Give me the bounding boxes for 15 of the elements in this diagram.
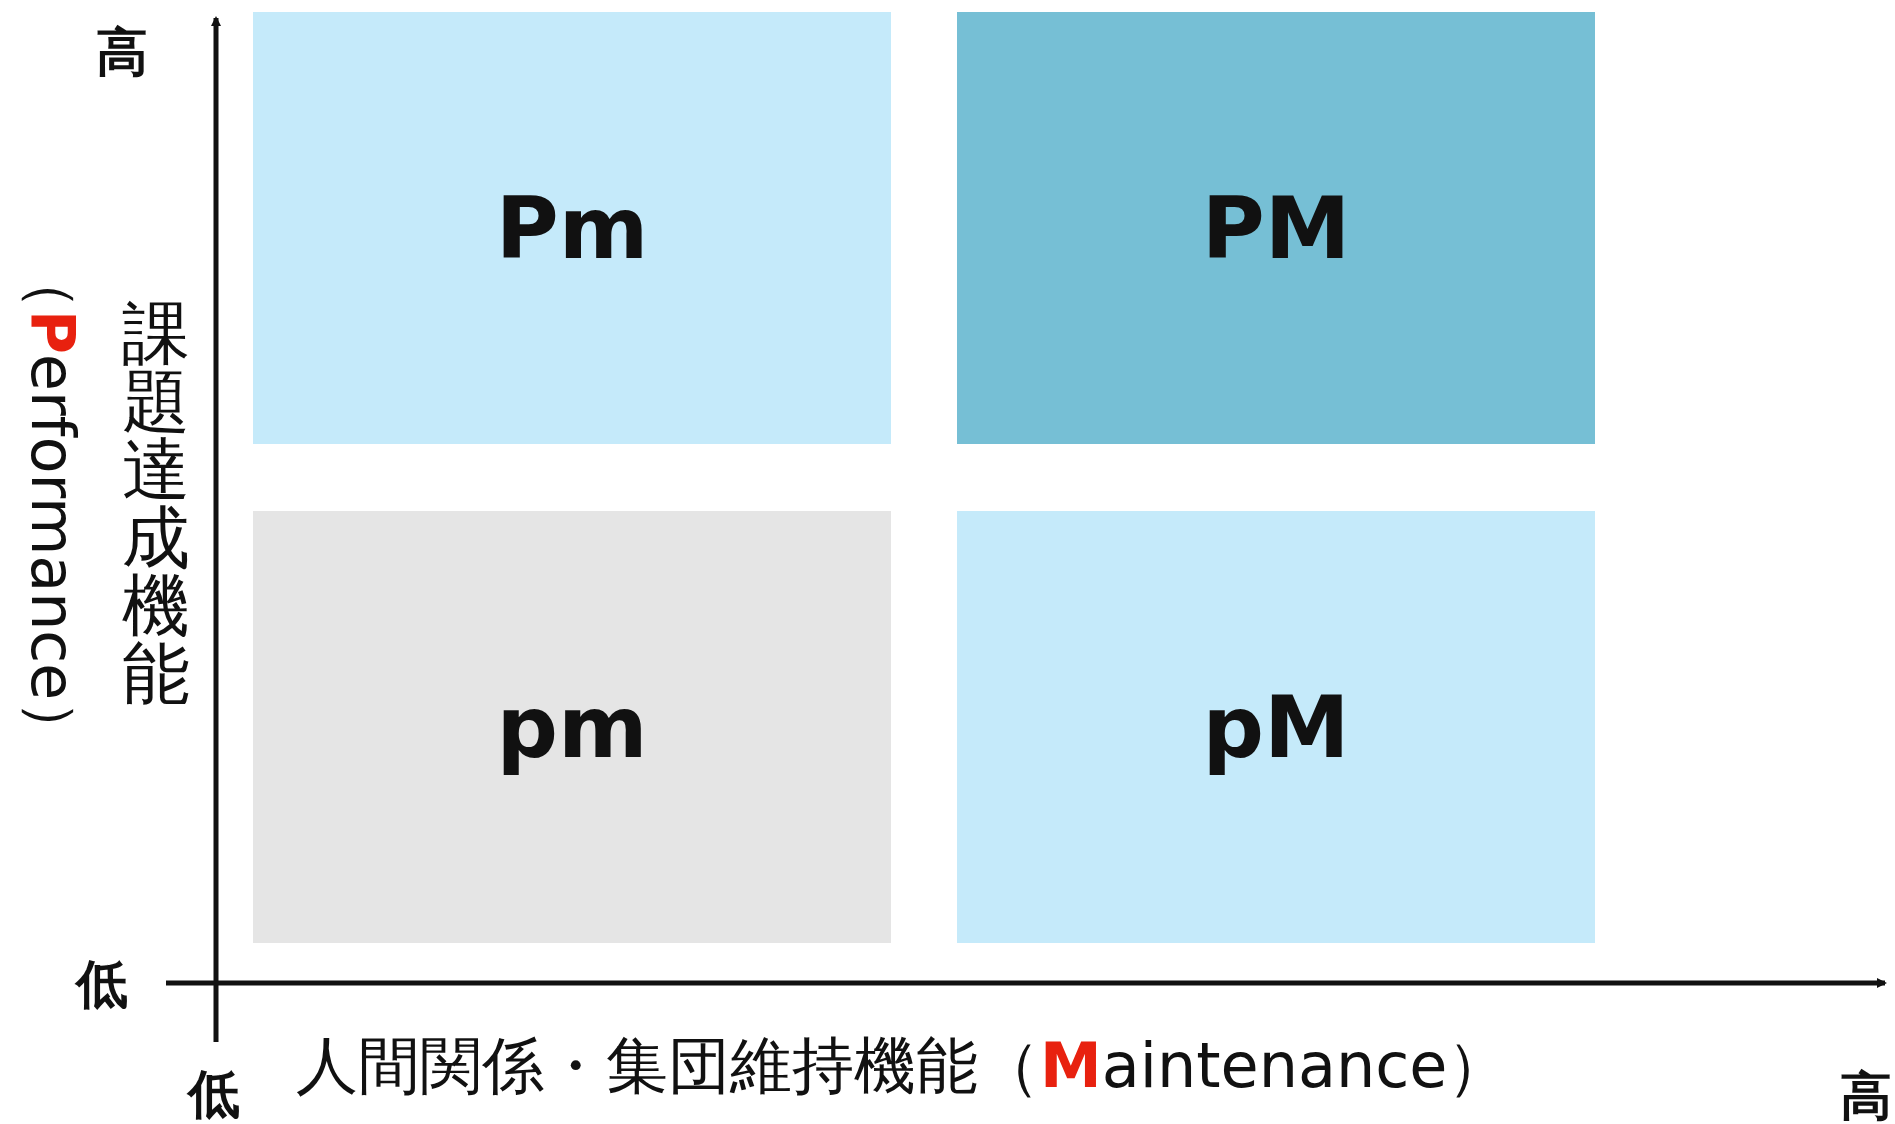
quadrant-label: pM [1202,677,1350,777]
axis-title: 人間関係・集団維持機能（Maintenance） [296,1028,1510,1104]
quadrant-box [957,12,1595,444]
quadrant-box [253,511,891,943]
quadrant-box [957,511,1595,943]
axis-end-label: 高 [96,21,148,84]
axis-end-label: 低 [188,1063,240,1124]
quadrant-label: PM [1201,178,1351,278]
axis-end-label: 低 [76,953,128,1016]
axis-title: （Performance） [20,250,86,761]
quadrant-label: Pm [495,178,649,278]
quadrant-label: pm [496,677,648,777]
axis-end-label: 高 [1840,1065,1892,1124]
quadrant-box [253,12,891,444]
axis-title: 課題達成機能 [122,300,190,708]
